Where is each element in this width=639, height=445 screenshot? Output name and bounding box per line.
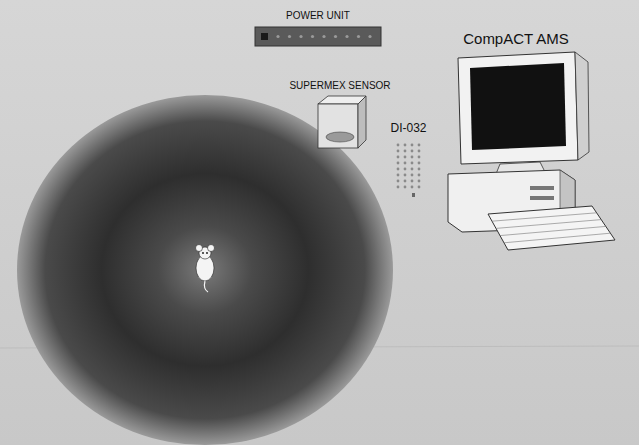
power-unit — [255, 27, 381, 46]
computer-label: CompACT AMS — [461, 31, 571, 48]
computer — [448, 52, 615, 250]
power-unit-label: POWER UNIT — [284, 10, 352, 21]
supermex-sensor — [318, 96, 366, 148]
node-label: SUPERMEX SENSOR — [287, 80, 393, 91]
di-032-unit — [397, 144, 421, 197]
sensor-label: SUPERMEX SENSOR — [287, 80, 393, 91]
node-label: DI-032 — [388, 122, 429, 135]
detection-field — [17, 95, 393, 445]
interface-label: DI-032 — [388, 122, 429, 136]
node-label: CompACT AMS — [461, 31, 571, 48]
mouse — [196, 245, 215, 293]
node-label: POWER UNIT — [284, 10, 352, 21]
